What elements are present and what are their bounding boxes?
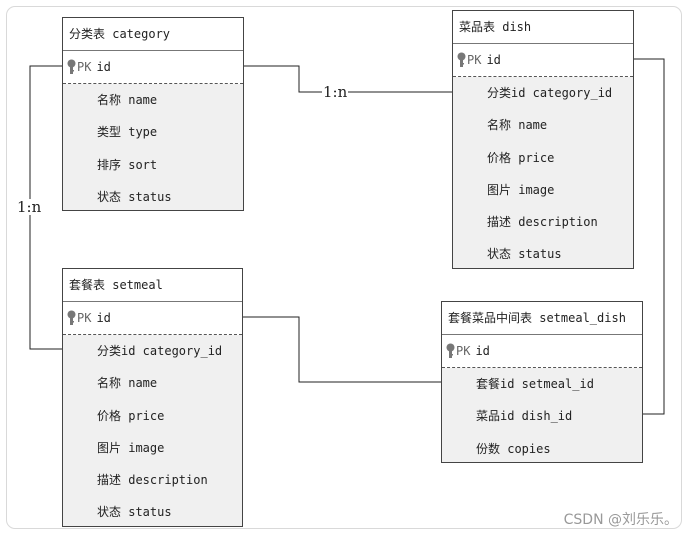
field-status: 状态 status <box>97 505 172 520</box>
field-setmeal-id: 套餐id setmeal_id <box>476 377 594 391</box>
pk-field: id <box>96 60 111 74</box>
pk-label: PK <box>77 311 92 325</box>
primary-key-row: PK id <box>453 44 633 77</box>
entity-title: 套餐菜品中间表 setmeal_dish <box>442 302 642 335</box>
entity-title: 分类表 category <box>63 18 243 51</box>
entity-setmeal-dish: 套餐菜品中间表 setmeal_dish PK id 套餐id setmeal_… <box>441 301 643 463</box>
field-name: 名称 name <box>97 93 158 107</box>
link-category-dish <box>243 65 452 93</box>
pk-field: id <box>475 344 490 358</box>
field-dish-id: 菜品id dish_id <box>476 409 573 424</box>
field-name: 名称 name <box>97 376 158 391</box>
field-copies: 份数 copies <box>476 441 551 456</box>
pk-label: PK <box>467 53 482 67</box>
field-type: 类型 type <box>97 125 158 140</box>
field-description: 描述 description <box>97 473 208 488</box>
pk-field: id <box>486 53 501 67</box>
diagram-frame <box>6 6 682 529</box>
key-icon <box>67 310 76 325</box>
field-sort: 排序 sort <box>97 157 158 172</box>
primary-key-row: PK id <box>442 335 642 368</box>
entity-category: 分类表 category PK id 名称 name 类型 type 排序 so… <box>62 17 244 211</box>
primary-key-row: PK id <box>63 51 243 84</box>
link-dish-setmeal-dish <box>633 58 665 415</box>
entity-dish: 菜品表 dish PK id 分类id category_id 名称 name … <box>452 10 634 269</box>
entity-title: 菜品表 dish <box>453 11 633 44</box>
field-category-id: 分类id category_id <box>487 86 613 100</box>
relation-label-category-setmeal: 1:n <box>16 198 43 216</box>
relation-label-category-dish: 1:n <box>322 83 349 101</box>
field-status: 状态 status <box>487 247 562 262</box>
field-status: 状态 status <box>97 189 172 204</box>
pk-label: PK <box>77 60 92 74</box>
link-setmeal-setmeal-dish <box>242 316 441 383</box>
key-icon <box>446 343 455 358</box>
pk-field: id <box>96 311 111 325</box>
key-icon <box>457 52 466 67</box>
entity-title: 套餐表 setmeal <box>63 269 242 302</box>
field-price: 价格 price <box>487 150 555 165</box>
field-price: 价格 price <box>97 408 165 423</box>
key-icon <box>67 59 76 74</box>
primary-key-row: PK id <box>63 302 242 335</box>
field-image: 图片 image <box>97 440 165 455</box>
field-category-id: 分类id category_id <box>97 344 223 358</box>
watermark: CSDN @刘乐乐。 <box>563 512 678 528</box>
entity-setmeal: 套餐表 setmeal PK id 分类id category_id 名称 na… <box>62 268 243 527</box>
field-image: 图片 image <box>487 182 555 197</box>
pk-label: PK <box>456 344 471 358</box>
field-name: 名称 name <box>487 118 548 133</box>
field-description: 描述 description <box>487 215 598 230</box>
